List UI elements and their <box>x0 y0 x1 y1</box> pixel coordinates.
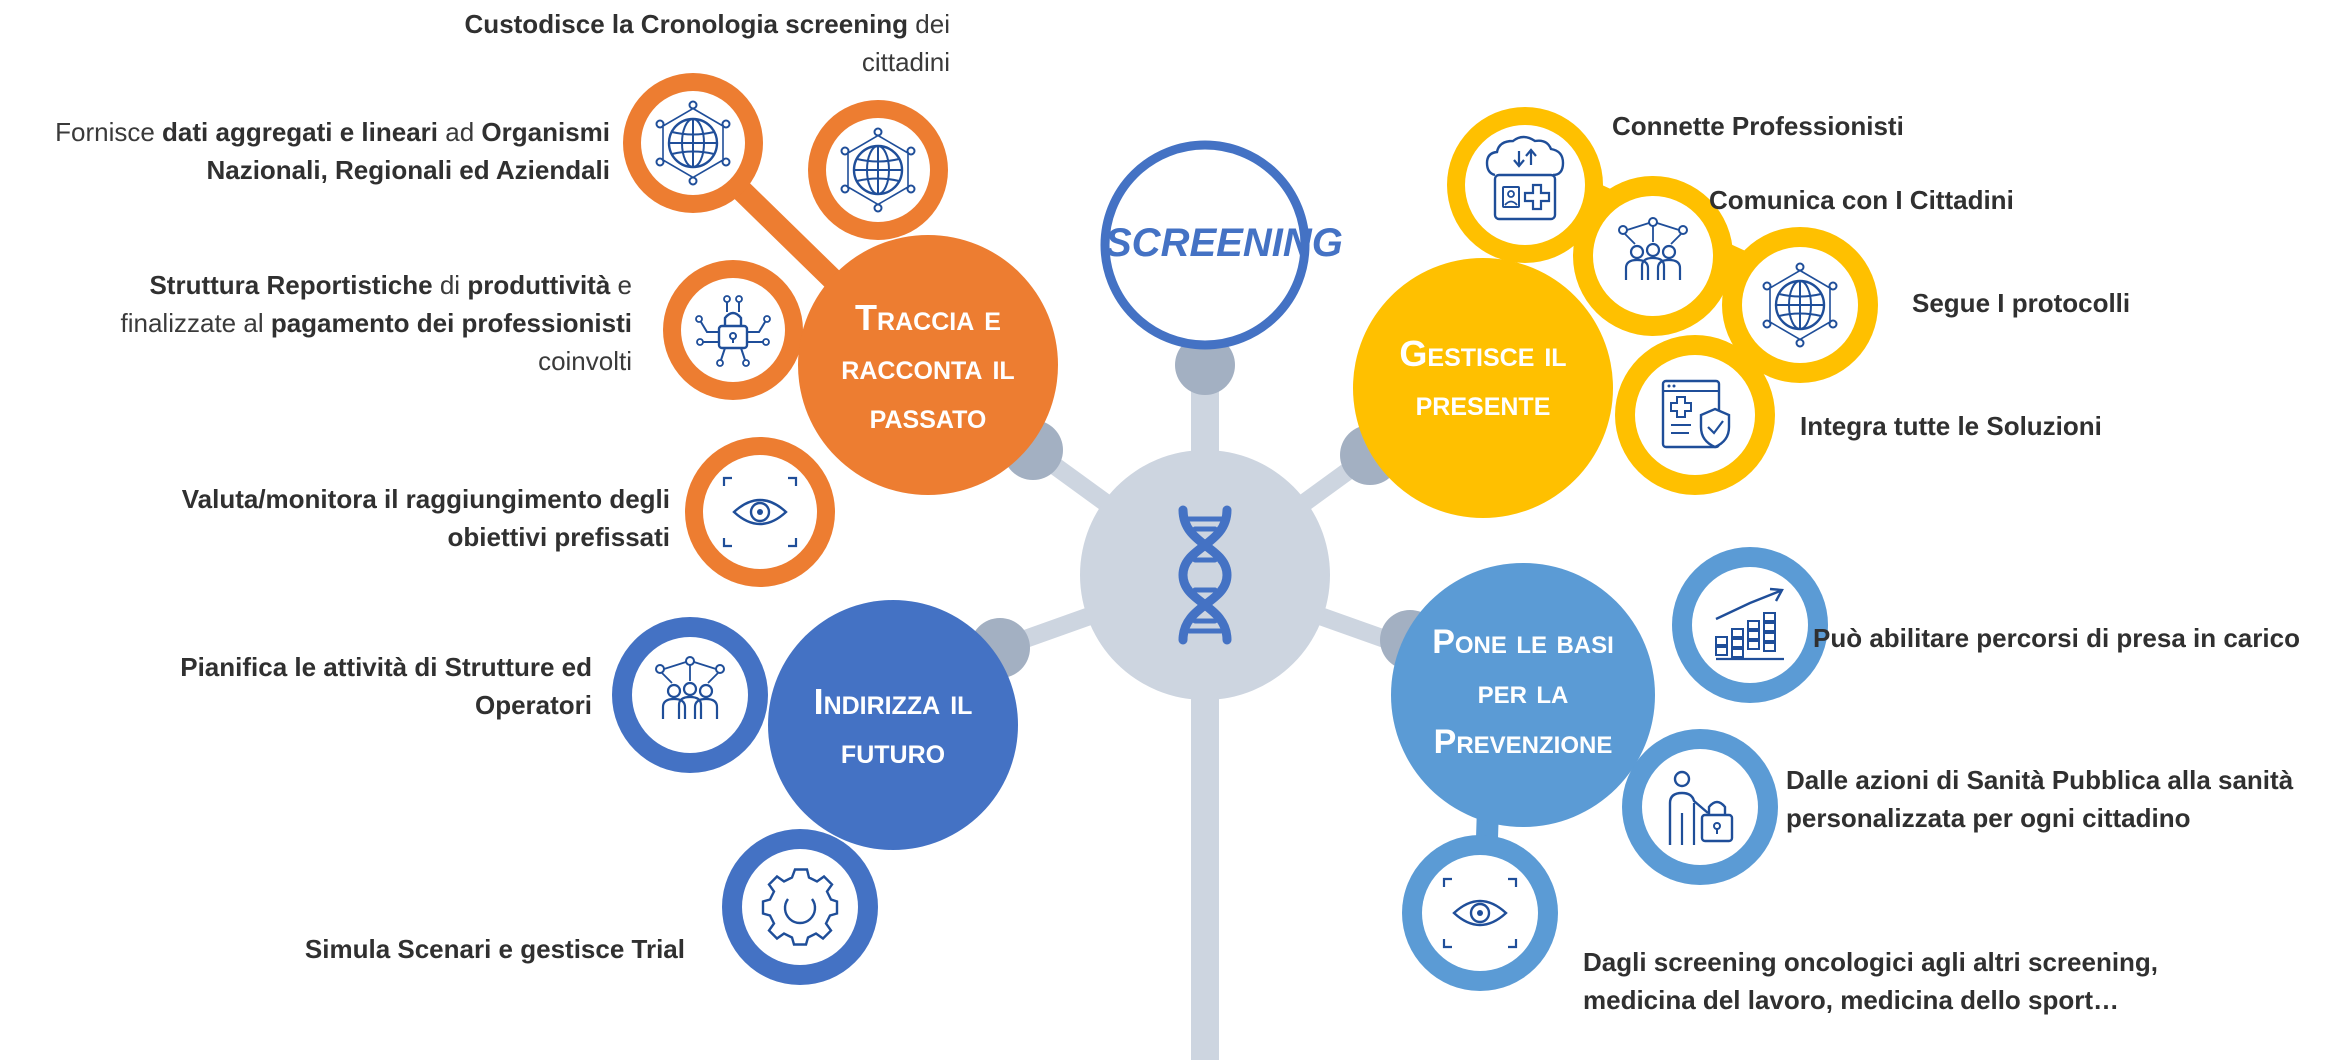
prevention-hub <box>1391 563 1655 827</box>
present-cluster <box>1353 107 1878 518</box>
past-cluster <box>623 73 1058 587</box>
center-hub <box>1080 450 1330 700</box>
label-valuta: Valuta/monitora il raggiungimento degli … <box>181 484 670 552</box>
hub-label-future: Indirizza il futuro <box>813 681 973 771</box>
label-reportistiche: Struttura Reportistiche di produttività … <box>120 270 632 376</box>
label-protocolli: Segue I protocolli <box>1912 288 2131 318</box>
screening-title: SCREENING <box>1105 221 1343 265</box>
knob-top <box>1175 335 1235 395</box>
label-connette: Connette Professionisti <box>1612 111 1904 141</box>
past-hub <box>798 235 1058 495</box>
screening-circle <box>1100 140 1310 350</box>
prevention-cluster <box>1391 547 1828 991</box>
future-cluster <box>612 600 1018 985</box>
label-simula: Simula Scenari e gestisce Trial <box>304 934 685 964</box>
label-integra: Integra tutte le Soluzioni <box>1800 411 2102 441</box>
label-dati-aggregati: Fornisce dati aggregati e lineari ad Org… <box>55 117 610 185</box>
label-comunica: Comunica con I Cittadini <box>1709 185 2014 215</box>
label-altri-screening: Dagli screening oncologici agli altri sc… <box>1583 947 2159 1015</box>
future-hub <box>768 600 1018 850</box>
hub-label-past: Traccia e racconta il passato <box>841 297 1015 436</box>
label-cronologia: Custodisce la Cronologia screening dei c… <box>464 9 950 77</box>
label-sanita: Dalle azioni di Sanità Pubblica alla san… <box>1786 765 2294 833</box>
label-percorsi: Può abilitare percorsi di presa in caric… <box>1813 623 2300 653</box>
hub-label-prevention: Pone le basi per la Prevenzione <box>1432 623 1614 761</box>
label-pianifica: Pianifica le attività di Strutture ed Op… <box>180 652 592 720</box>
hub-label-present: Gestisce il presente <box>1399 333 1567 423</box>
dna-icon <box>1178 505 1232 645</box>
present-hub <box>1353 258 1613 518</box>
